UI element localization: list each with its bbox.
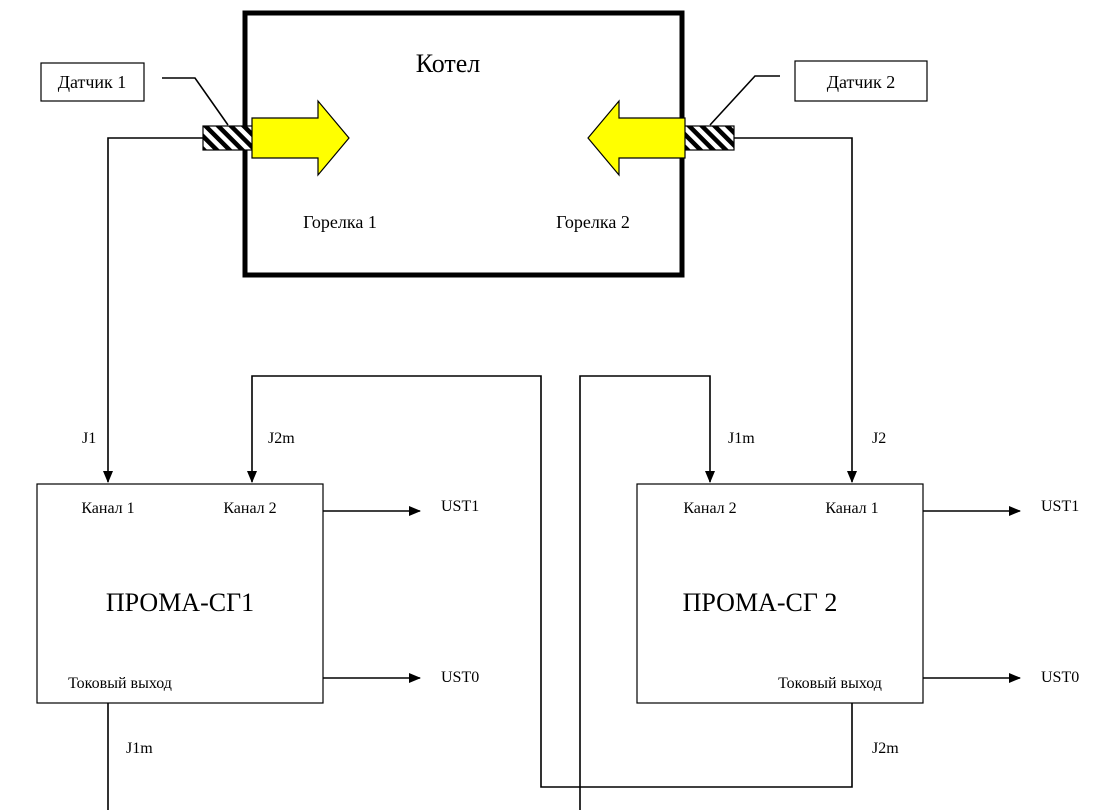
unit-2-channel-1-label: Канал 1 bbox=[825, 500, 878, 517]
sensor-2-label: Датчик 2 bbox=[827, 72, 896, 92]
burner-1-label: Горелка 1 bbox=[303, 212, 377, 232]
unit-2-ust0-label: UST0 bbox=[1041, 669, 1079, 686]
burner-2-arrow bbox=[587, 99, 686, 177]
unit-1-title: ПРОМА-СГ1 bbox=[106, 588, 254, 617]
unit-2-ust1-label: UST1 bbox=[1041, 498, 1079, 515]
unit-1-channel-1-label: Канал 1 bbox=[81, 500, 134, 517]
sensor-1-probe bbox=[202, 125, 254, 151]
wire-j1m-in-label: J1m bbox=[728, 430, 755, 447]
unit-2-current-output-label: Токовый выход bbox=[778, 675, 882, 692]
wire-j2 bbox=[734, 137, 857, 483]
unit-2-title: ПРОМА-СГ 2 bbox=[683, 588, 838, 617]
unit-2-box bbox=[636, 483, 924, 704]
sensor-1-label: Датчик 1 bbox=[58, 72, 127, 92]
wire-j2m-out-label: J2m bbox=[872, 740, 899, 757]
burner-1-arrow bbox=[251, 99, 350, 177]
sensor-2-label-box bbox=[794, 60, 928, 102]
wire-j2-label: J2 bbox=[872, 430, 886, 447]
wire-j2m-in-label: J2m bbox=[268, 430, 295, 447]
wire-j1m-in bbox=[579, 375, 715, 810]
wire-j1-label: J1 bbox=[82, 430, 96, 447]
unit-1-ust1-label: UST1 bbox=[441, 498, 479, 515]
unit-1-current-output-label: Токовый выход bbox=[68, 675, 172, 692]
unit-1-channel-2-label: Канал 2 bbox=[223, 500, 276, 517]
wire-j1m-out-label: J1m bbox=[126, 740, 153, 757]
boiler-title: Котел bbox=[416, 49, 481, 78]
sensor-2-probe bbox=[683, 125, 735, 151]
sensor-1-label-box bbox=[40, 62, 145, 102]
unit-1-box bbox=[36, 483, 324, 704]
sensor-1-leader bbox=[162, 77, 229, 126]
wire-j2m bbox=[247, 375, 853, 788]
burner-2-label: Горелка 2 bbox=[556, 212, 630, 232]
wire-j1 bbox=[103, 137, 203, 483]
unit-2-channel-2-label: Канал 2 bbox=[683, 500, 736, 517]
sensor-2-leader bbox=[709, 75, 780, 126]
unit-1-ust0-label: UST0 bbox=[441, 669, 479, 686]
